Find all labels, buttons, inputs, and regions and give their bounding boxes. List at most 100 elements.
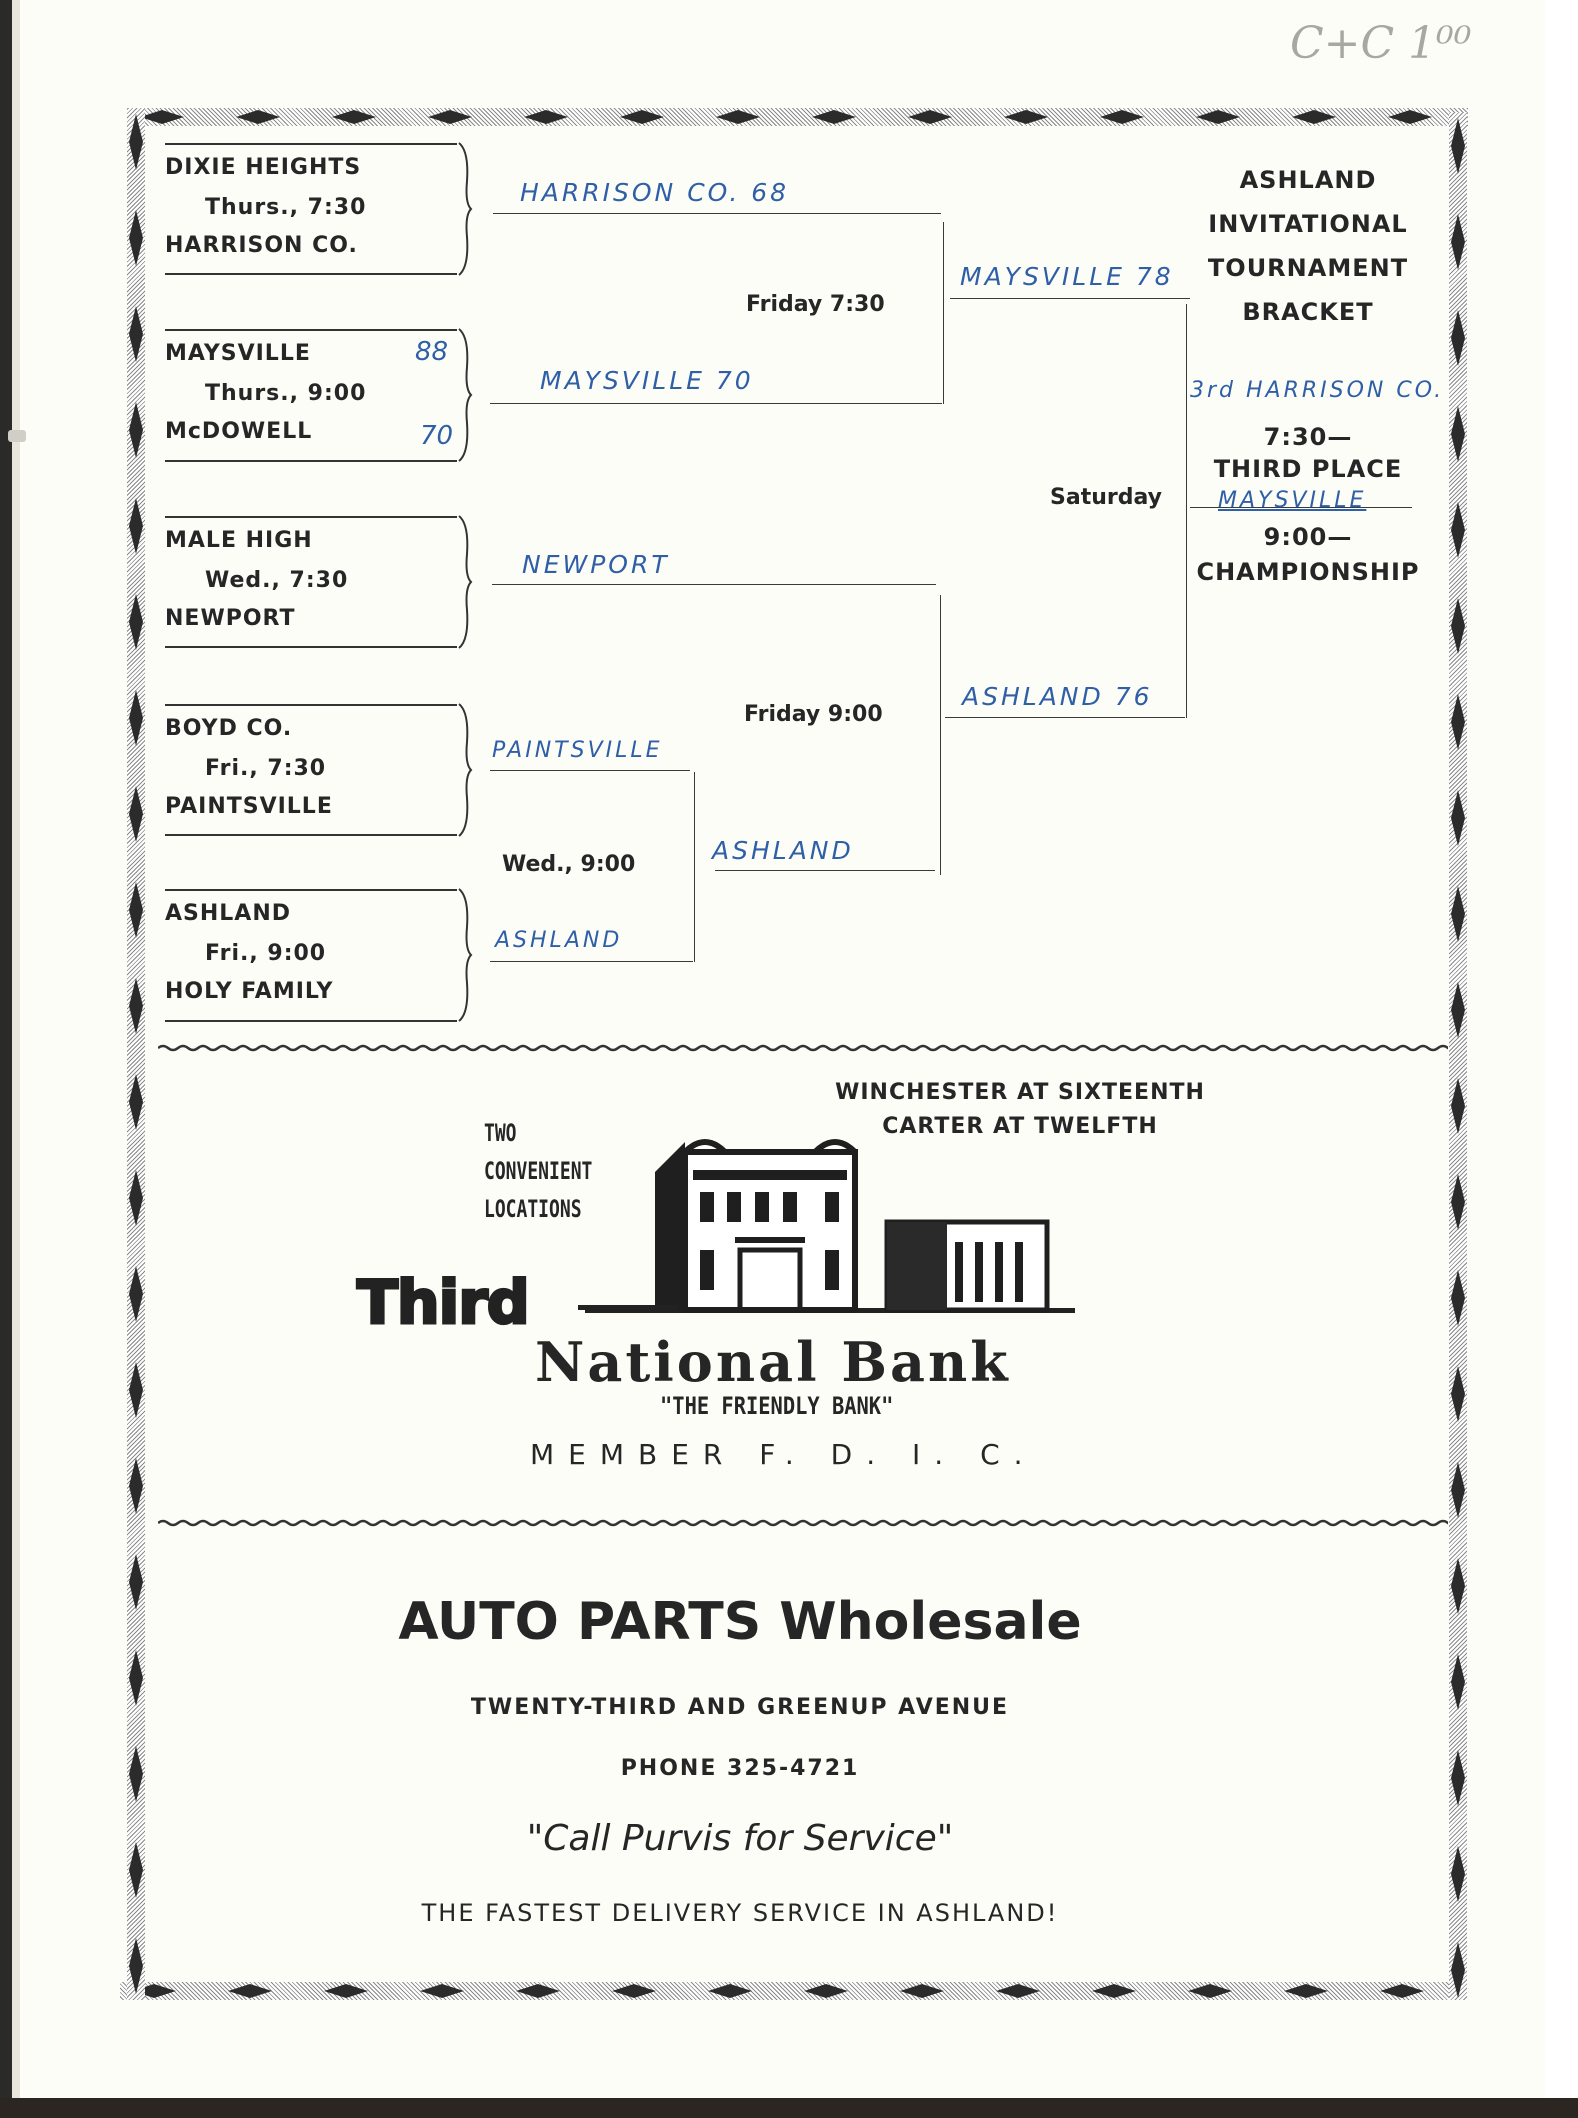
bank-name: National Bank (535, 1330, 1011, 1394)
bracket-line (950, 298, 1190, 299)
handwritten-winner: MAYSVILLE 78 (960, 262, 1174, 291)
auto-parts-phone: PHONE 325-4721 (620, 1756, 860, 1781)
frame-diamond-icon (1451, 790, 1465, 846)
matchup-box: ASHLAND Fri., 9:00 HOLY FAMILY (165, 888, 473, 1022)
team-name: DIXIE HEIGHTS (165, 155, 362, 180)
frame-border-right (1449, 112, 1467, 2000)
frame-diamond-icon (1292, 110, 1336, 124)
frame-diamond-icon (129, 1362, 143, 1418)
frame-diamond-icon (1451, 1750, 1465, 1806)
handwritten-winner: NEWPORT (522, 550, 670, 579)
bracket-line (493, 213, 941, 214)
page-bottom-edge (0, 2098, 1578, 2118)
frame-diamond-icon (129, 1746, 143, 1802)
frame-diamond-icon (612, 1984, 656, 1998)
final-day-label: Saturday (1050, 485, 1162, 510)
frame-diamond-icon (524, 110, 568, 124)
frame-diamond-icon (1451, 1558, 1465, 1614)
frame-diamond-icon (140, 110, 184, 124)
game-time: Fri., 7:30 (205, 756, 327, 781)
frame-diamond-icon (129, 1554, 143, 1610)
brace-icon (458, 888, 473, 1022)
handwritten-winner: ASHLAND (712, 836, 854, 865)
frame-diamond-icon (236, 110, 280, 124)
frame-diamond-icon (332, 110, 376, 124)
frame-diamond-icon (420, 1984, 464, 1998)
frame-diamond-icon (1451, 1846, 1465, 1902)
bracket-connector (694, 772, 695, 962)
bracket-line (945, 717, 1185, 718)
frame-diamond-icon (129, 594, 143, 650)
title-line: TOURNAMENT (1207, 254, 1409, 282)
frame-diamond-icon (1284, 1984, 1328, 1998)
brace-icon (458, 142, 473, 276)
frame-diamond-icon (1004, 110, 1048, 124)
binding-spine (0, 0, 12, 2118)
frame-diamond-icon (1451, 1942, 1465, 1998)
frame-diamond-icon (324, 1984, 368, 1998)
staple (8, 430, 26, 442)
frame-diamond-icon (129, 1938, 143, 1994)
team-name: ASHLAND (165, 901, 292, 926)
frame-diamond-icon (516, 1984, 560, 1998)
game-time: Thurs., 9:00 (205, 381, 367, 406)
team-name: PAINTSVILLE (165, 794, 333, 819)
frame-diamond-icon (129, 882, 143, 938)
frame-diamond-icon (1451, 1270, 1465, 1326)
frame-diamond-icon (908, 110, 952, 124)
frame-diamond-icon (1451, 1654, 1465, 1710)
game-time-label: Wed., 9:00 (502, 852, 636, 877)
frame-diamond-icon (129, 402, 143, 458)
game-time-label: Friday 7:30 (746, 292, 885, 317)
frame-diamond-icon (129, 1266, 143, 1322)
bank-address: WINCHESTER AT SIXTEENTH (835, 1080, 1205, 1105)
frame-diamond-icon (129, 114, 143, 170)
bank-name-rule (578, 1305, 678, 1310)
frame-diamond-icon (1092, 1984, 1136, 1998)
bracket-line (492, 584, 936, 585)
frame-diamond-icon (1188, 1984, 1232, 1998)
frame-diamond-icon (716, 110, 760, 124)
game-time: Fri., 9:00 (205, 941, 327, 966)
championship-label: CHAMPIONSHIP (1196, 558, 1420, 586)
team-name: NEWPORT (165, 606, 296, 631)
frame-diamond-icon (620, 110, 664, 124)
frame-diamond-icon (129, 1170, 143, 1226)
frame-diamond-icon (900, 1984, 944, 1998)
frame-diamond-icon (996, 1984, 1040, 1998)
frame-diamond-icon (228, 1984, 272, 1998)
team-name: MALE HIGH (165, 528, 313, 553)
brace-icon (458, 515, 473, 649)
frame-diamond-icon (1451, 214, 1465, 270)
score-handwritten: 70 (420, 421, 454, 451)
locations-intro: CONVENIENT (484, 1157, 593, 1185)
bracket-line (490, 770, 690, 771)
frame-diamond-icon (129, 786, 143, 842)
frame-diamond-icon (129, 1074, 143, 1130)
game-time: Wed., 7:30 (205, 568, 349, 593)
game-time-label: Friday 9:00 (744, 702, 883, 727)
wavy-divider (158, 1519, 1448, 1527)
bank-address: CARTER AT TWELFTH (882, 1114, 1158, 1139)
frame-diamond-icon (1451, 598, 1465, 654)
frame-diamond-icon (129, 210, 143, 266)
matchup-box: DIXIE HEIGHTS Thurs., 7:30 HARRISON CO. (165, 142, 473, 276)
frame-diamond-icon (1380, 1984, 1424, 1998)
frame-diamond-icon (1451, 1078, 1465, 1134)
frame-diamond-icon (129, 1458, 143, 1514)
auto-parts-tagline: THE FASTEST DELIVERY SERVICE IN ASHLAND! (421, 1899, 1059, 1927)
team-name: HARRISON CO. (165, 233, 358, 258)
frame-diamond-icon (1451, 406, 1465, 462)
brace-icon (458, 703, 473, 837)
score-handwritten: 88 (415, 337, 449, 367)
game-time: Thurs., 7:30 (205, 195, 367, 220)
frame-diamond-icon (1451, 1366, 1465, 1422)
bracket-connector (1186, 304, 1187, 718)
bank-slogan: "THE FRIENDLY BANK" (660, 1392, 894, 1420)
handwritten-third-place: 3rd HARRISON CO. (1190, 378, 1445, 403)
frame-border-top (128, 108, 1468, 126)
bracket-connector (940, 595, 941, 875)
bracket-connector (943, 222, 944, 404)
frame-diamond-icon (1388, 110, 1432, 124)
frame-diamond-icon (1451, 1174, 1465, 1230)
